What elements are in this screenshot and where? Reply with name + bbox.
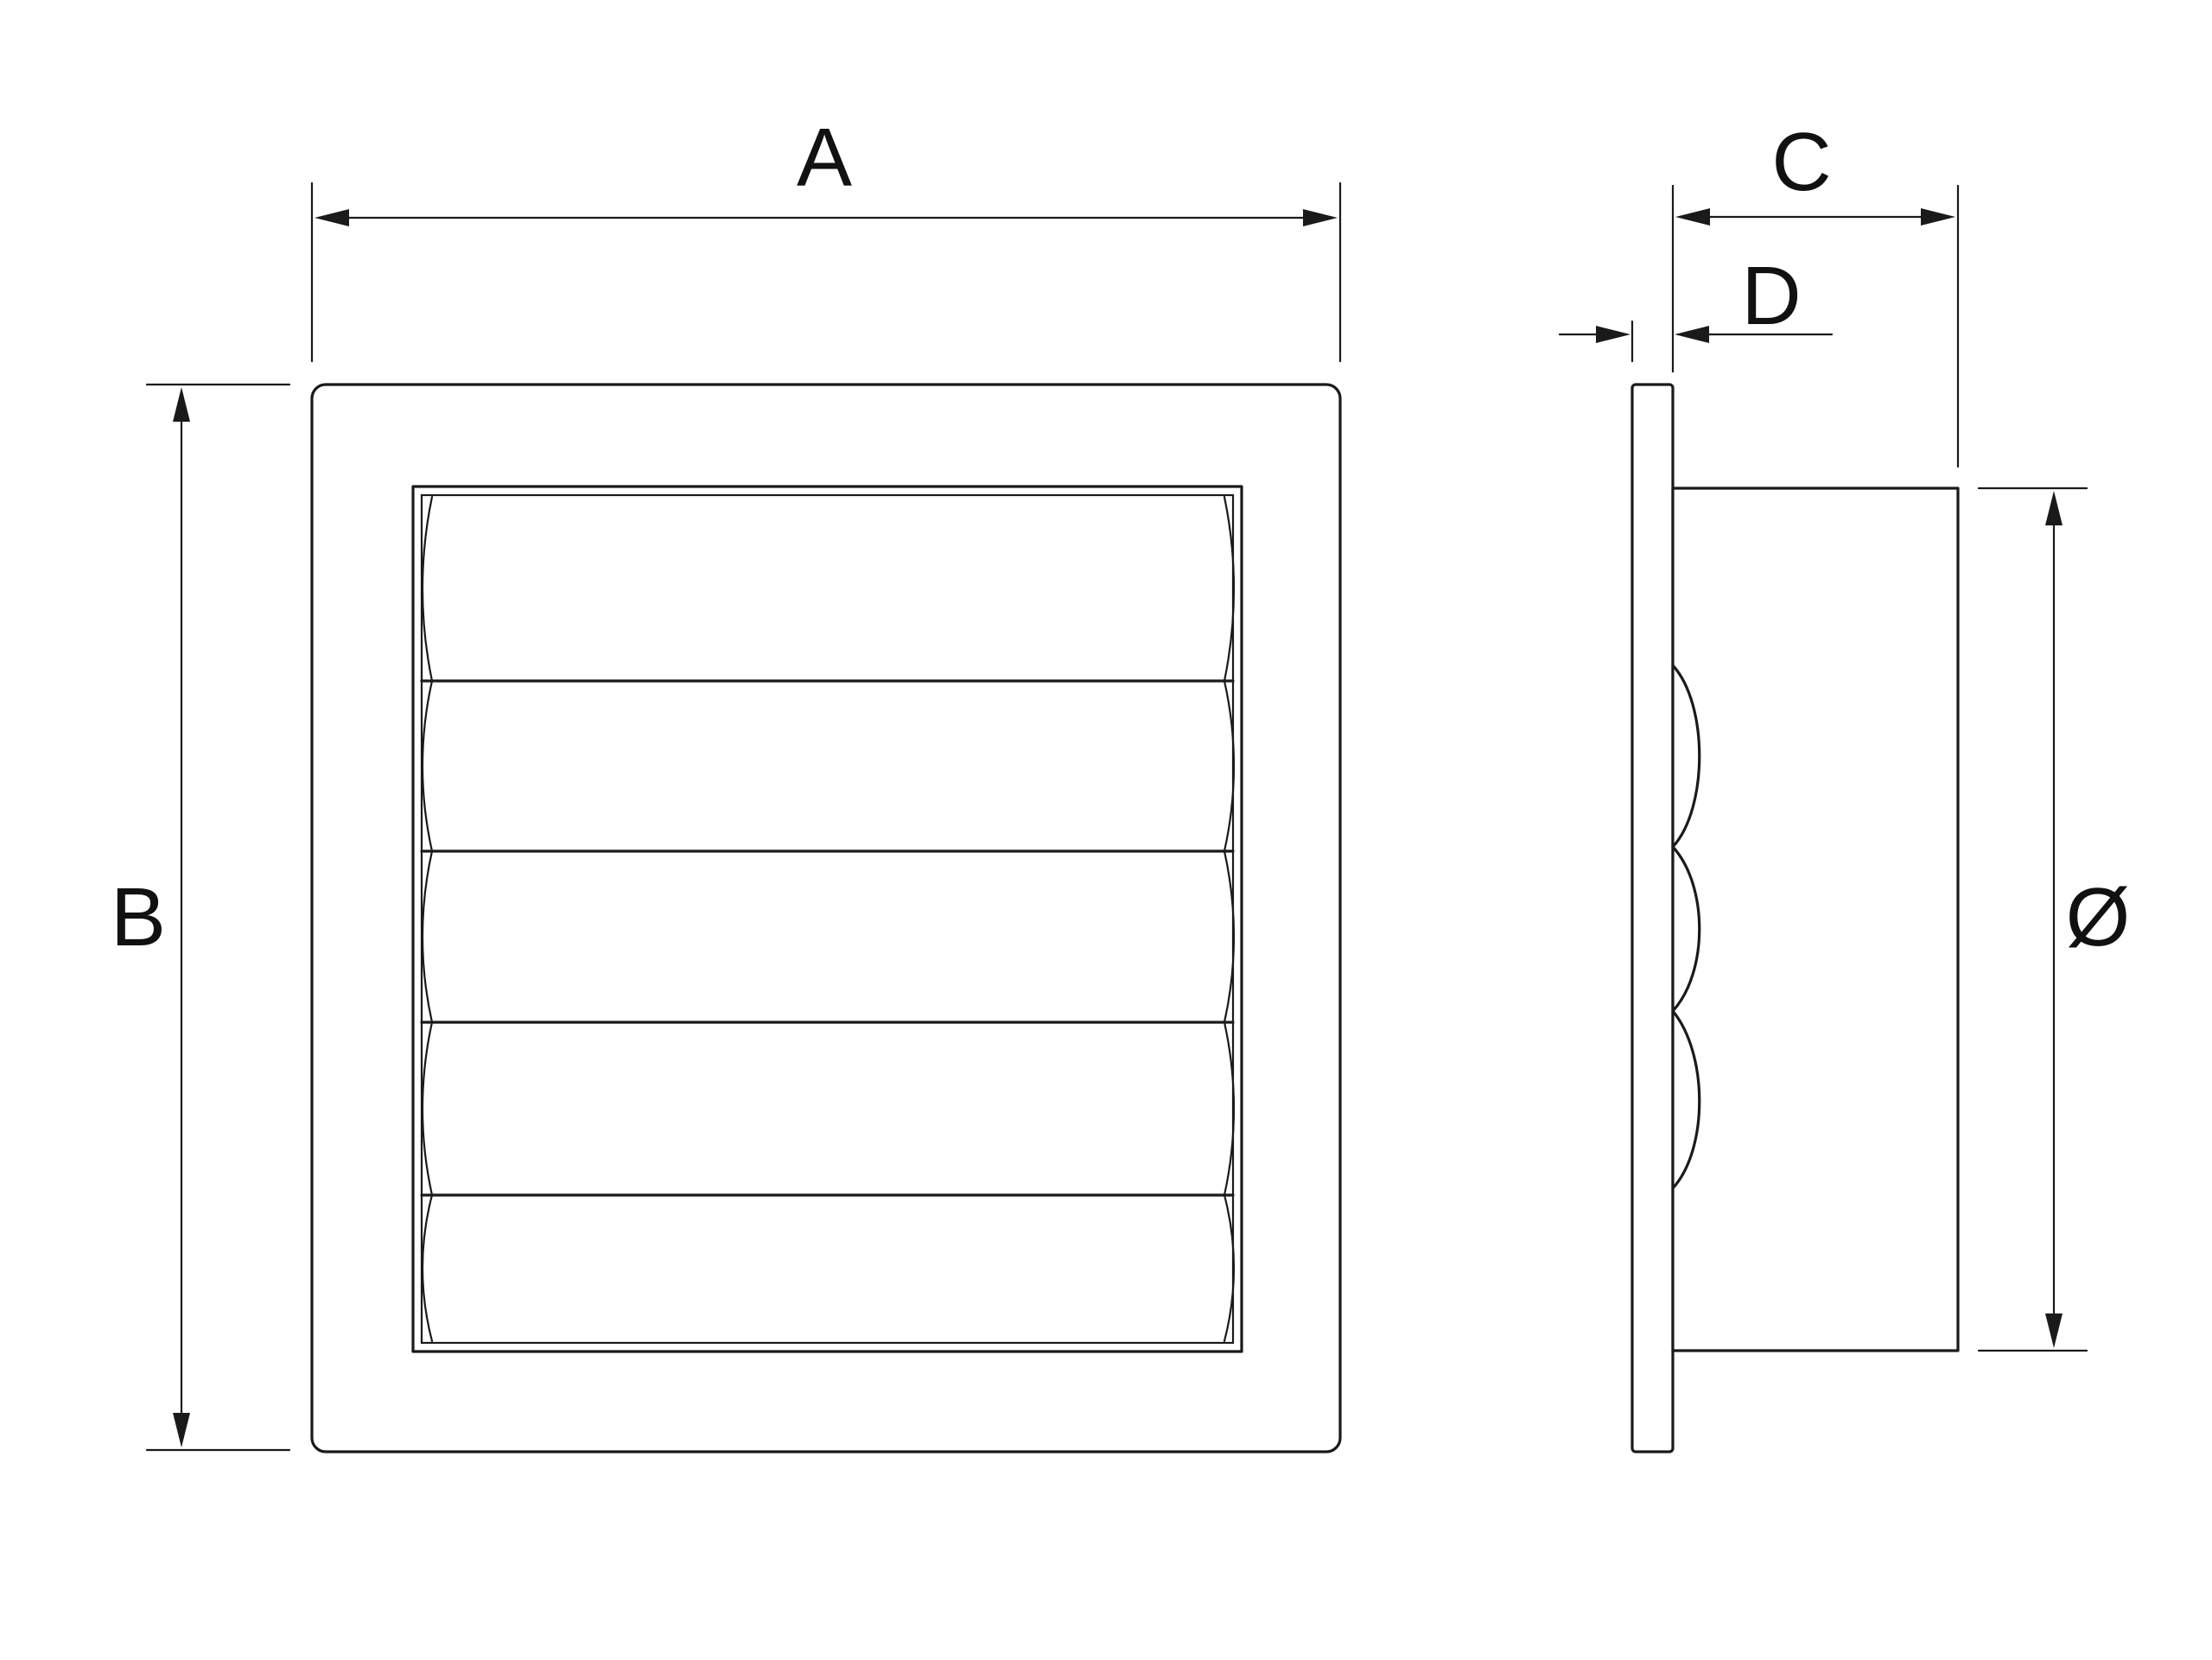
arrowhead <box>1675 326 1709 343</box>
louver-curve <box>1223 495 1236 683</box>
arrowhead <box>1921 208 1955 226</box>
arrowhead <box>315 209 349 226</box>
dimension-a: A <box>310 111 1342 363</box>
louver-bulge <box>1671 664 1701 849</box>
dimension-label-c: C <box>1771 116 1831 208</box>
front-view <box>310 383 1342 1453</box>
dimension-label-b: B <box>111 871 166 964</box>
louver-curve <box>421 679 434 853</box>
louver-curve <box>1223 1021 1236 1197</box>
louver-bulge <box>1671 1009 1701 1190</box>
arrowhead <box>173 1413 190 1447</box>
side-duct-spigot <box>1671 487 1960 1352</box>
side-view <box>1630 383 1960 1453</box>
dimension-label-diameter: Ø <box>2066 871 2131 964</box>
inner-frame <box>411 485 1243 1353</box>
louver-separators <box>420 679 1235 1197</box>
dimension-diameter: Ø <box>1977 487 2131 1352</box>
louver-left-curves <box>421 495 434 1343</box>
louver-curve <box>421 1193 434 1343</box>
louver-curve <box>421 849 434 1024</box>
louver-curve <box>421 1021 434 1197</box>
arrowhead <box>1596 326 1630 343</box>
dimension-d: D <box>1558 250 1834 363</box>
outer-frame <box>310 383 1342 1453</box>
louver-curve <box>1223 1193 1236 1343</box>
dimension-c: C <box>1671 116 1960 468</box>
dimension-b: B <box>111 383 291 1452</box>
dimension-label-a: A <box>797 111 852 204</box>
louver-curve <box>421 495 434 683</box>
side-flange <box>1630 383 1675 1453</box>
arrowhead <box>1303 209 1338 226</box>
louver-curve <box>1223 679 1236 853</box>
arrowhead <box>2045 1313 2063 1348</box>
arrowhead <box>1675 208 1710 226</box>
arrowhead <box>2045 491 2063 525</box>
louver-bulge <box>1671 845 1701 1013</box>
louver-right-curves <box>1223 495 1236 1343</box>
louver-curve <box>1223 849 1236 1024</box>
side-louver-bulges <box>1671 664 1701 1190</box>
dimension-label-d: D <box>1741 250 1801 342</box>
arrowhead <box>173 387 190 422</box>
